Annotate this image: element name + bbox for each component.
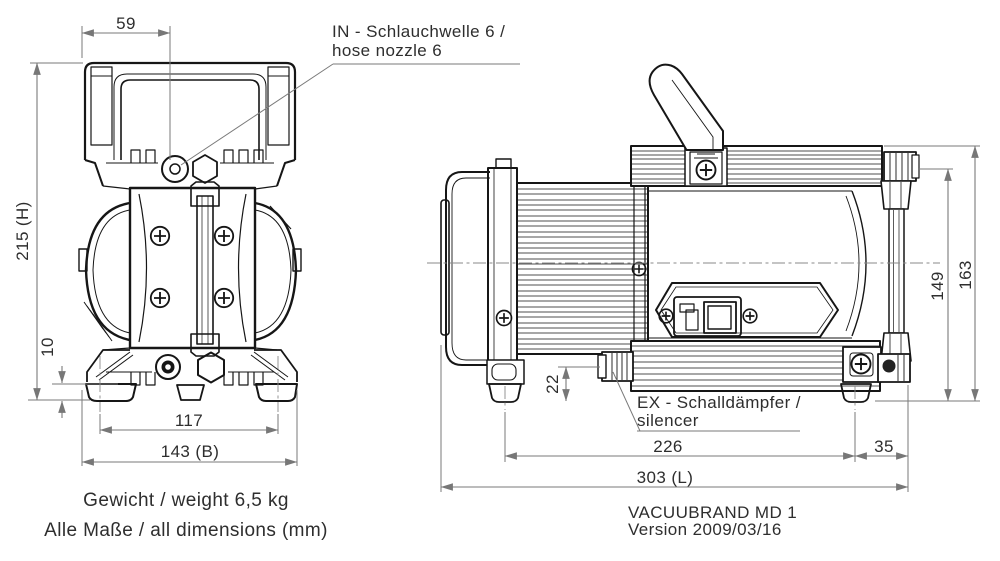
side-motor: [440, 158, 649, 370]
side-feet: [486, 359, 872, 403]
outlet-hex-fitting: [197, 351, 225, 384]
side-bottom-rail: [630, 340, 882, 392]
side-top-rail: [630, 145, 883, 187]
side-view-drawing: [440, 63, 920, 403]
tube-assembly: [877, 151, 920, 383]
tube-nut-bottom: [190, 333, 220, 357]
dim-foot-spacing-front-label: 117: [174, 411, 204, 431]
outlet-port: [155, 354, 181, 380]
dim-top-width-label: 59: [116, 14, 136, 34]
side-foot-right: [840, 383, 872, 403]
dim-foot-height-label: 10: [38, 337, 58, 357]
leader-lines: [180, 63, 800, 432]
version-title: Version 2009/03/16: [628, 520, 782, 539]
exhaust-annotation-line2: silencer: [637, 411, 699, 430]
front-screws: [149, 225, 235, 309]
power-inlet-plate: [655, 282, 839, 338]
exhaust-annotation-line1: EX - Schalldämpfer /: [637, 393, 801, 412]
iec-socket-module: [673, 296, 742, 337]
inlet-hex-fitting: [192, 154, 218, 184]
front-bottom-band: [85, 347, 298, 402]
exhaust-leader: [612, 371, 800, 432]
inlet-port: [161, 155, 189, 183]
front-foot-left: [85, 383, 137, 402]
side-handle: [648, 63, 728, 187]
weight-note: Gewicht / weight 6,5 kg: [83, 490, 289, 512]
dim-foot-spacing-side-label: 226: [653, 437, 683, 457]
side-foot-left: [488, 383, 522, 403]
center-tab: [176, 384, 205, 401]
front-main-body: [128, 181, 257, 357]
front-handle: [83, 61, 297, 160]
exhaust-silencer: [597, 351, 634, 382]
center-tube: [196, 195, 214, 345]
tube-nut-top: [190, 181, 220, 207]
flange-screw: [495, 309, 513, 327]
motor-finned-body: [516, 182, 649, 355]
front-view-drawing: [78, 61, 302, 402]
inlet-leader: [180, 63, 520, 166]
dim-height-label: 215 (H): [13, 201, 33, 261]
front-foot-right: [255, 383, 298, 402]
units-note: Alle Maße / all dimensions (mm): [44, 520, 328, 542]
dim-body-height-label: 149: [928, 271, 948, 301]
dimension-lines: [33, 29, 979, 491]
dome-hatching: [83, 301, 113, 342]
dim-total-width-label: 143 (B): [160, 442, 220, 462]
dim-foot-to-end-label: 35: [874, 437, 894, 457]
inlet-annotation-line2: hose nozzle 6: [332, 41, 443, 60]
dim-total-height-label: 163: [956, 260, 976, 290]
front-domes: [78, 201, 302, 342]
extension-lines: [28, 26, 980, 492]
inlet-annotation-line1: IN - Schlauchwelle 6 /: [332, 22, 506, 41]
dim-exhaust-height-label: 22: [543, 374, 563, 394]
model-title: VACUUBRAND MD 1: [628, 503, 798, 522]
power-switch: [703, 301, 737, 334]
dim-total-length-label: 303 (L): [636, 468, 694, 488]
front-top-band: [84, 149, 296, 190]
